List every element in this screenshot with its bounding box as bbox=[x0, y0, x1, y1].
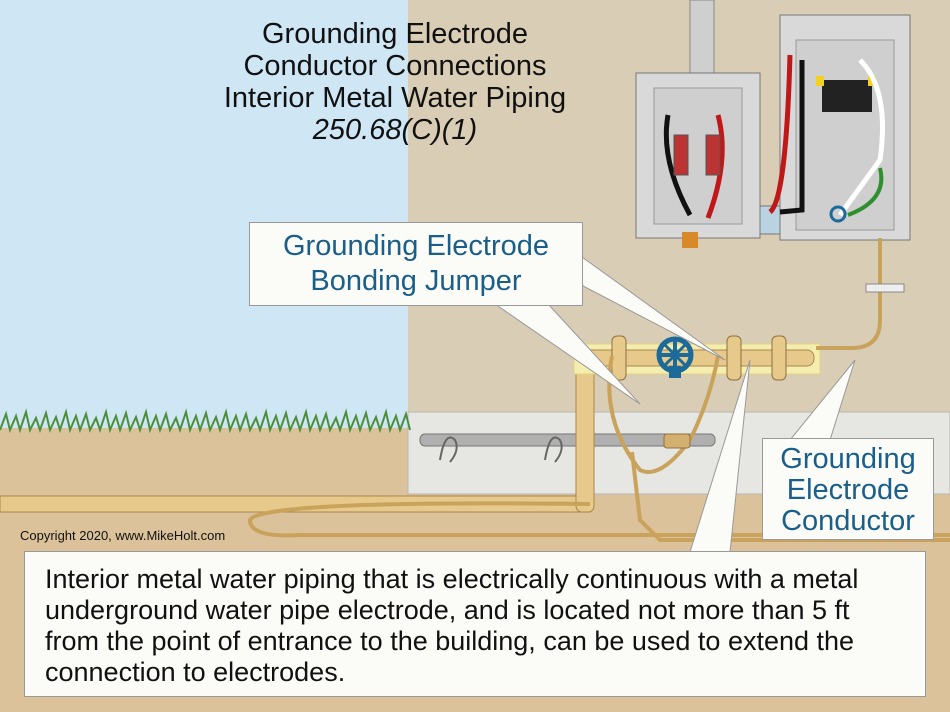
meter-enclosure bbox=[635, 0, 761, 248]
grass bbox=[0, 408, 411, 434]
diagram-title: Grounding Electrode Conductor Connection… bbox=[180, 18, 610, 146]
service-panel bbox=[759, 14, 911, 241]
title-line-3: Interior Metal Water Piping bbox=[223, 82, 567, 114]
sky bbox=[0, 0, 408, 430]
title-line-2: Conductor Connections bbox=[243, 50, 547, 82]
title-line-1: Grounding Electrode bbox=[262, 18, 528, 50]
rebar bbox=[419, 433, 716, 463]
grounding-electrode-conductor bbox=[816, 238, 882, 350]
conductor-strap bbox=[865, 283, 905, 293]
water-valve-icon bbox=[656, 336, 694, 378]
gec-callout-line-3: Conductor bbox=[781, 505, 915, 537]
jumper-to-ground bbox=[630, 451, 950, 542]
jumper-callout-line-2: Bonding Jumper bbox=[310, 265, 522, 297]
gec-callout: Grounding Electrode Conductor bbox=[762, 438, 934, 540]
bonding-jumper bbox=[607, 355, 720, 474]
gec-callout-line-2: Electrode bbox=[786, 474, 910, 506]
ground-loop bbox=[247, 501, 950, 538]
bonding-jumper-callout: Grounding Electrode Bonding Jumper bbox=[249, 222, 583, 306]
code-reference: 250.68(C)(1) bbox=[312, 114, 478, 146]
caption-box: Interior metal water piping that is elec… bbox=[24, 551, 926, 697]
ground-clamp bbox=[663, 433, 691, 449]
underground-water-pipe bbox=[0, 351, 595, 513]
jumper-callout-line-1: Grounding Electrode bbox=[283, 230, 549, 262]
gec-callout-line-1: Grounding bbox=[780, 443, 916, 475]
copyright-notice: Copyright 2020, www.MikeHolt.com bbox=[20, 528, 226, 543]
